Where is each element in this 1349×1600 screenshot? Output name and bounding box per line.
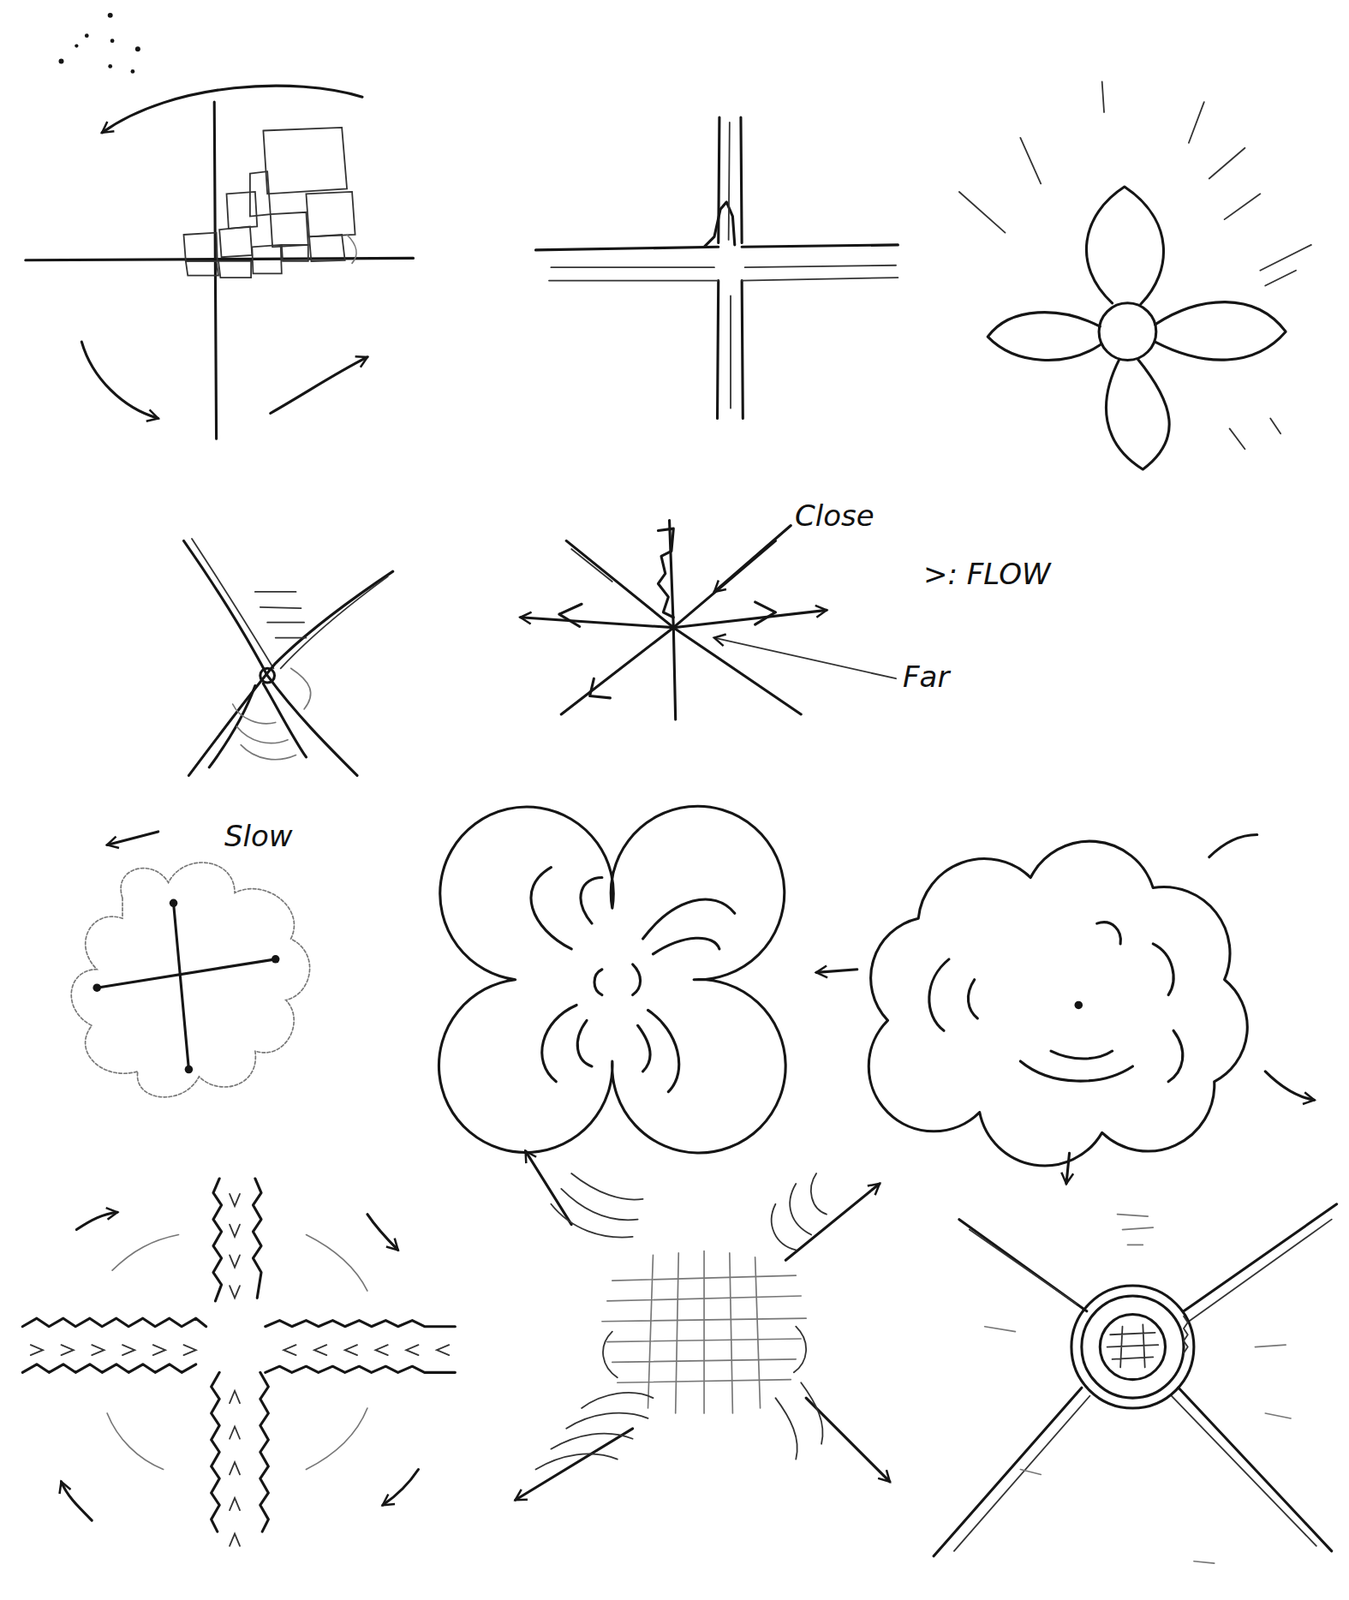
slow-label: Slow: [224, 820, 293, 853]
brick-cross-sketch: [25, 12, 414, 439]
far-label: Far: [902, 661, 950, 693]
grid-waves-sketch: [515, 1151, 890, 1500]
jagged-cross-sketch: [22, 1178, 455, 1546]
clover-sketch: [438, 805, 786, 1153]
double-cross-sketch: [535, 117, 898, 418]
cloud-sketch: [816, 835, 1314, 1184]
flow-legend-note: >: FLOW: [923, 558, 1051, 591]
flower-sketch: [959, 81, 1312, 470]
close-label: Close: [794, 500, 875, 532]
crossed-blades-sketch: [183, 538, 393, 776]
flow-star-sketch: [520, 520, 896, 720]
hub-x-sketch: [933, 1204, 1338, 1564]
slow-cross-sketch: [71, 831, 310, 1098]
